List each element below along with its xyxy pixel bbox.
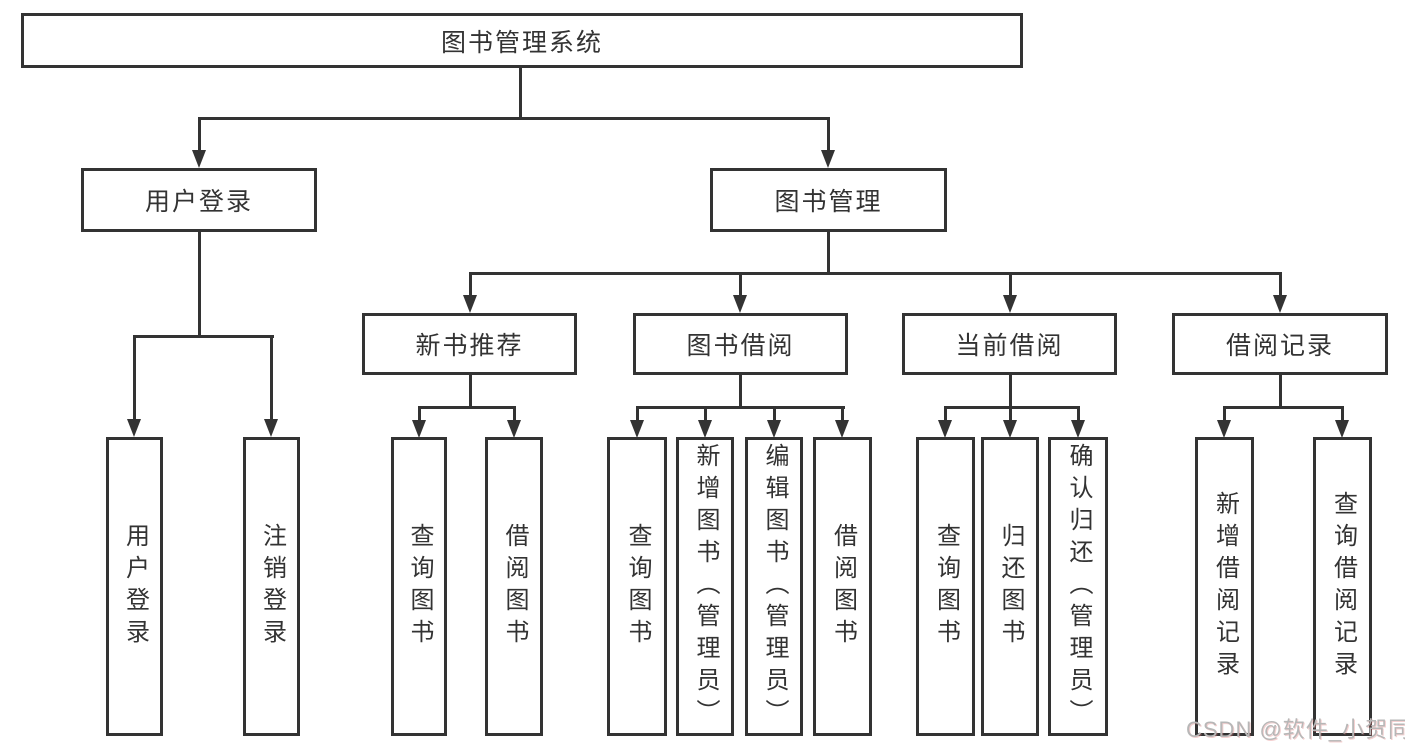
node-query-books-current: 查询图书 — [916, 437, 975, 736]
node-query-borrow-record: 查询借阅记录 — [1313, 437, 1372, 736]
connector-drop-book-borrow — [739, 272, 742, 298]
node-label: 新书推荐 — [415, 332, 524, 360]
connector-drop — [704, 406, 707, 422]
connector-drop — [1341, 406, 1344, 422]
arrowhead-icon — [1335, 420, 1349, 438]
connector-br-rail — [1223, 406, 1344, 409]
node-label: 查询图书 — [406, 522, 433, 651]
arrowhead-icon — [127, 419, 141, 437]
arrowhead-icon — [767, 420, 781, 438]
node-label: 借阅图书 — [501, 522, 528, 651]
node-label: 查询图书 — [624, 522, 651, 651]
node-label: 归还图书 — [997, 522, 1024, 651]
connector-root-stub — [519, 66, 522, 119]
node-label: 用户登录 — [121, 522, 149, 651]
arrowhead-icon — [938, 420, 952, 438]
connector-drop-current-borrow — [1009, 272, 1012, 298]
connector-cb-rail — [944, 406, 1080, 409]
node-label: 借阅图书 — [829, 522, 857, 651]
connector-userlogin-stub — [198, 232, 201, 338]
node-book-borrow: 图书借阅 — [633, 313, 848, 375]
node-return-books: 归还图书 — [981, 437, 1039, 736]
arrowhead-icon — [733, 295, 747, 313]
connector-bookmgmt-stub — [827, 232, 830, 275]
node-label: 当前借阅 — [955, 332, 1064, 360]
node-label: 图书借阅 — [686, 332, 795, 360]
arrowhead-icon — [1003, 420, 1017, 438]
node-edit-books-admin: 编辑图书（管理员） — [745, 437, 803, 736]
connector-drop-user-login — [198, 117, 201, 155]
node-label: 借阅记录 — [1225, 332, 1334, 360]
arrowhead-icon — [507, 420, 521, 438]
arrowhead-icon — [1273, 295, 1287, 313]
node-book-management: 图书管理 — [710, 168, 947, 232]
node-borrow-books-recommend: 借阅图书 — [485, 437, 543, 736]
arrowhead-icon — [264, 419, 278, 437]
connector-nbr-stub — [469, 375, 472, 409]
connector-drop — [773, 406, 776, 422]
connector-bb-stub — [739, 375, 742, 409]
node-new-book-recommend: 新书推荐 — [362, 313, 577, 375]
node-user-login: 用户登录 — [81, 168, 317, 232]
node-label: 查询图书 — [932, 522, 960, 651]
connector-drop — [1009, 406, 1012, 422]
node-label: 用户登录 — [144, 188, 253, 216]
node-logout: 注销登录 — [243, 437, 300, 736]
node-label: 新增图书（管理员） — [692, 442, 719, 731]
connector-cb-stub — [1009, 375, 1012, 409]
node-borrow-records: 借阅记录 — [1172, 313, 1388, 375]
node-label: 查询借阅记录 — [1329, 490, 1357, 683]
arrowhead-icon — [835, 420, 849, 438]
node-borrow-books: 借阅图书 — [813, 437, 872, 736]
connector-drop — [1223, 406, 1226, 422]
arrowhead-icon — [1071, 420, 1085, 438]
connector-drop — [1077, 406, 1080, 422]
connector-drop — [636, 406, 639, 422]
connector-drop — [513, 406, 516, 422]
arrowhead-icon — [192, 150, 206, 168]
connector-drop-new-book-rec — [469, 272, 472, 298]
node-add-books-admin: 新增图书（管理员） — [676, 437, 734, 736]
node-query-books-borrow: 查询图书 — [607, 437, 667, 736]
arrowhead-icon — [1003, 295, 1017, 313]
connector-bb-rail — [636, 406, 845, 409]
connector-userlogin-rail — [133, 335, 274, 338]
node-label: 图书管理系统 — [440, 28, 603, 57]
connector-drop — [944, 406, 947, 422]
connector-drop — [841, 406, 844, 422]
connector-drop-user-login-sub — [133, 335, 136, 423]
connector-drop-book-mgmt — [827, 117, 830, 155]
node-label: 新增借阅记录 — [1211, 490, 1239, 683]
node-confirm-return-admin: 确认归还（管理员） — [1048, 437, 1108, 736]
node-label: 图书管理 — [774, 188, 883, 216]
arrowhead-icon — [412, 420, 426, 438]
node-label: 编辑图书（管理员） — [761, 442, 788, 731]
connector-drop-logout — [270, 335, 273, 423]
node-user-login-leaf: 用户登录 — [106, 437, 163, 736]
connector-nbr-rail — [418, 406, 516, 409]
node-library-management-system: 图书管理系统 — [21, 13, 1023, 68]
arrowhead-icon — [463, 295, 477, 313]
arrowhead-icon — [1217, 420, 1231, 438]
connector-drop — [418, 406, 421, 422]
connector-drop-borrow-records — [1279, 272, 1282, 298]
connector-bookmgmt-rail — [469, 272, 1282, 275]
csdn-watermark: CSDN @软件_小贺同学 — [1186, 717, 1405, 742]
node-label: 确认归还（管理员） — [1065, 442, 1092, 731]
node-label: 注销登录 — [258, 522, 286, 651]
arrowhead-icon — [630, 420, 644, 438]
arrowhead-icon — [821, 150, 835, 168]
node-add-borrow-record: 新增借阅记录 — [1195, 437, 1254, 736]
node-current-borrow: 当前借阅 — [902, 313, 1117, 375]
connector-br-stub — [1279, 375, 1282, 409]
connector-root-rail — [198, 117, 830, 120]
node-query-books-recommend: 查询图书 — [391, 437, 447, 736]
arrowhead-icon — [698, 420, 712, 438]
